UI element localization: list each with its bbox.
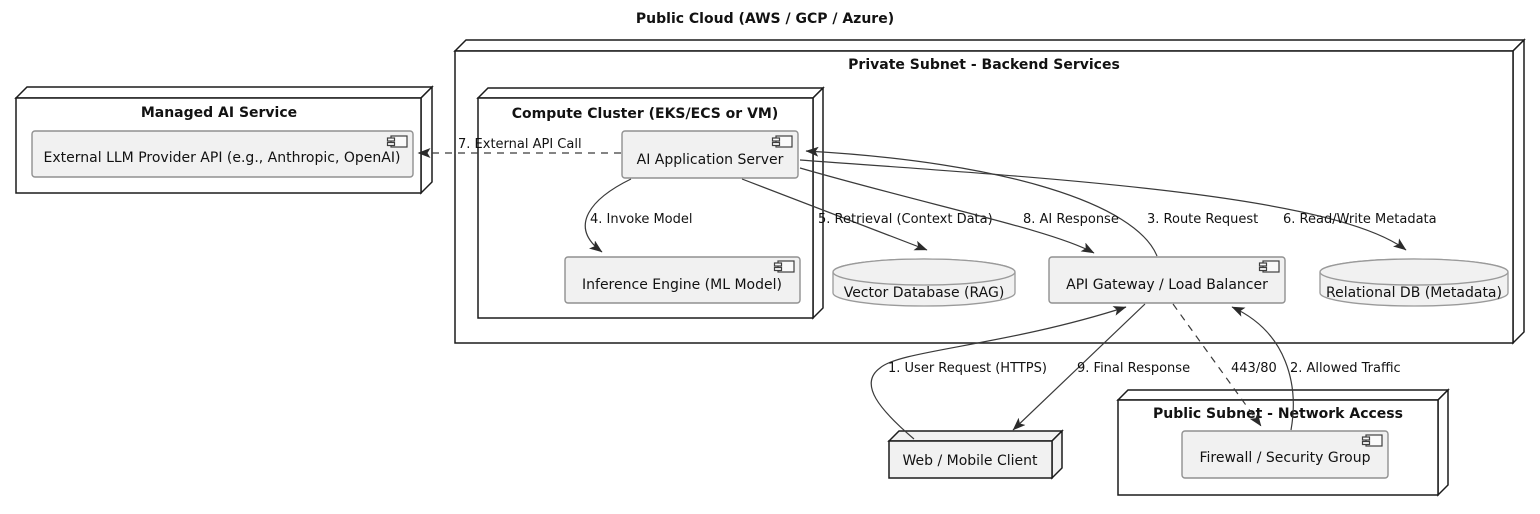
component-firewall: Firewall / Security Group — [1181, 430, 1389, 479]
node-web-client: Web / Mobile Client — [887, 429, 1064, 480]
vector-db-label: Vector Database (RAG) — [844, 285, 1005, 301]
edge-label-443-80: 443/80 — [1231, 361, 1277, 376]
managed-ai-service-title: Managed AI Service — [141, 105, 297, 121]
component-icon — [1361, 434, 1383, 447]
edge-invoke-model — [584, 178, 632, 253]
relational-db-label: Relational DB (Metadata) — [1326, 285, 1502, 301]
compute-cluster-title: Compute Cluster (EKS/ECS or VM) — [512, 106, 779, 122]
component-inference-engine: Inference Engine (ML Model) — [564, 256, 801, 304]
llm-api-label: External LLM Provider API (e.g., Anthrop… — [44, 150, 401, 166]
component-icon — [1258, 260, 1280, 273]
edge-label-external-api-call: 7. External API Call — [458, 137, 582, 152]
component-api-gateway: API Gateway / Load Balancer — [1048, 256, 1286, 304]
edge-label-user-request: 1. User Request (HTTPS) — [888, 361, 1047, 376]
inference-engine-label: Inference Engine (ML Model) — [582, 277, 782, 293]
edges: 1. User Request (HTTPS) 2. Allowed Traff… — [417, 137, 1437, 440]
edge-final-response — [1012, 303, 1146, 431]
edge-ai-response — [799, 167, 1095, 254]
edge-read-write-metadata — [799, 159, 1407, 251]
public-subnet-title: Public Subnet - Network Access — [1153, 406, 1403, 422]
component-icon — [773, 260, 795, 273]
component-icon — [771, 135, 793, 148]
edge-label-ai-response: 8. AI Response — [1023, 212, 1119, 227]
app-server-label: AI Application Server — [637, 152, 784, 168]
api-gateway-label: API Gateway / Load Balancer — [1066, 277, 1268, 293]
edge-label-allowed-traffic: 2. Allowed Traffic — [1290, 361, 1401, 376]
firewall-label: Firewall / Security Group — [1200, 450, 1371, 466]
edge-user-request — [870, 306, 1127, 440]
edge-label-final-response: 9. Final Response — [1077, 361, 1190, 376]
edge-label-invoke-model: 4. Invoke Model — [590, 212, 692, 227]
component-llm-api: External LLM Provider API (e.g., Anthrop… — [31, 130, 414, 178]
database-vector-db: Vector Database (RAG) — [832, 258, 1016, 307]
edge-allowed-traffic — [1231, 306, 1294, 431]
component-app-server: AI Application Server — [621, 130, 799, 179]
database-relational-db: Relational DB (Metadata) — [1319, 258, 1509, 307]
private-subnet-title: Private Subnet - Backend Services — [848, 57, 1120, 73]
edge-label-retrieval: 5. Retrieval (Context Data) — [818, 212, 993, 227]
edge-label-read-write-metadata: 6. Read/Write Metadata — [1283, 212, 1437, 227]
web-client-label: Web / Mobile Client — [902, 453, 1038, 469]
edge-label-route-request: 3. Route Request — [1147, 212, 1258, 227]
edge-route-request — [805, 146, 1158, 257]
edge-retrieval — [741, 178, 928, 251]
diagram-title: Public Cloud (AWS / GCP / Azure) — [636, 11, 894, 27]
component-icon — [386, 135, 408, 148]
